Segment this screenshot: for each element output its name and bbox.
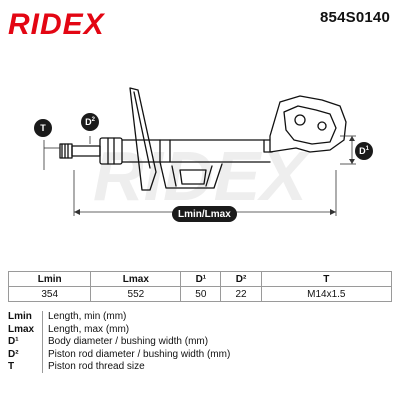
legend-desc: Piston rod diameter / bushing width (mm): [48, 348, 231, 360]
body-tube: [121, 139, 271, 163]
legend-code: Lmin: [8, 311, 32, 322]
knuckle-mount: [269, 95, 347, 153]
table-row: 354 552 50 22 M14x1.5: [7, 286, 393, 302]
t-value: M14x1.5: [260, 286, 393, 302]
col-d1-header: D¹: [180, 271, 222, 287]
col-d2-header: D²: [220, 271, 262, 287]
spec-table: Lmin Lmax D¹ D² T 354 552 50 22 M14x1.5: [7, 271, 393, 302]
d2-value: 22: [220, 286, 262, 302]
watermark: RIDEX: [93, 137, 311, 215]
col-lmin-header: Lmin: [7, 271, 92, 287]
strut-outline: [59, 87, 347, 191]
mount-hole-1: [294, 114, 306, 126]
legend-desc: Piston rod thread size: [48, 361, 145, 373]
legend-code: T: [8, 361, 15, 373]
mount-hole-2: [317, 121, 327, 131]
top-cap: [99, 137, 123, 165]
ridex-logo: RIDEX: [8, 8, 106, 40]
bracket: [159, 161, 223, 189]
legend-code: Lmax: [8, 323, 35, 335]
spring-plate: [129, 87, 157, 191]
legend-divider: [42, 311, 43, 373]
col-lmax-header: Lmax: [90, 271, 182, 287]
legend-desc: Length, min (mm): [48, 311, 127, 322]
legend-item: D² Piston rod diameter / bushing width (…: [8, 349, 230, 362]
lmax-value: 552: [90, 286, 182, 302]
col-t-header: T: [260, 271, 393, 287]
table-header-row: Lmin Lmax D¹ D² T: [7, 271, 393, 287]
legend-item: Lmin Length, min (mm): [8, 311, 230, 324]
d1-value: 50: [180, 286, 222, 302]
legend-desc: Body diameter / bushing width (mm): [48, 336, 209, 348]
badge-t: T: [34, 119, 52, 137]
arrowheads: [74, 136, 355, 215]
legend-code: D²: [8, 348, 19, 360]
legend-code: D¹: [8, 336, 19, 348]
logo-text: RIDEX: [8, 8, 106, 40]
lmin-value: 354: [7, 286, 92, 302]
strut-illustration: RIDEX: [43, 87, 356, 216]
legend-desc: Length, max (mm): [48, 323, 130, 335]
legend-item: Lmax Length, max (mm): [8, 324, 230, 337]
legend-item: D¹ Body diameter / bushing width (mm): [8, 336, 230, 349]
legend: Lmin Length, min (mm) Lmax Length, max (…: [8, 311, 230, 374]
length-label: Lmin/Lmax: [172, 206, 237, 222]
part-number: 854S0140: [319, 9, 390, 26]
shock-absorber-drawing: RIDEX: [0, 40, 400, 260]
legend-item: T Piston rod thread size: [8, 361, 230, 374]
